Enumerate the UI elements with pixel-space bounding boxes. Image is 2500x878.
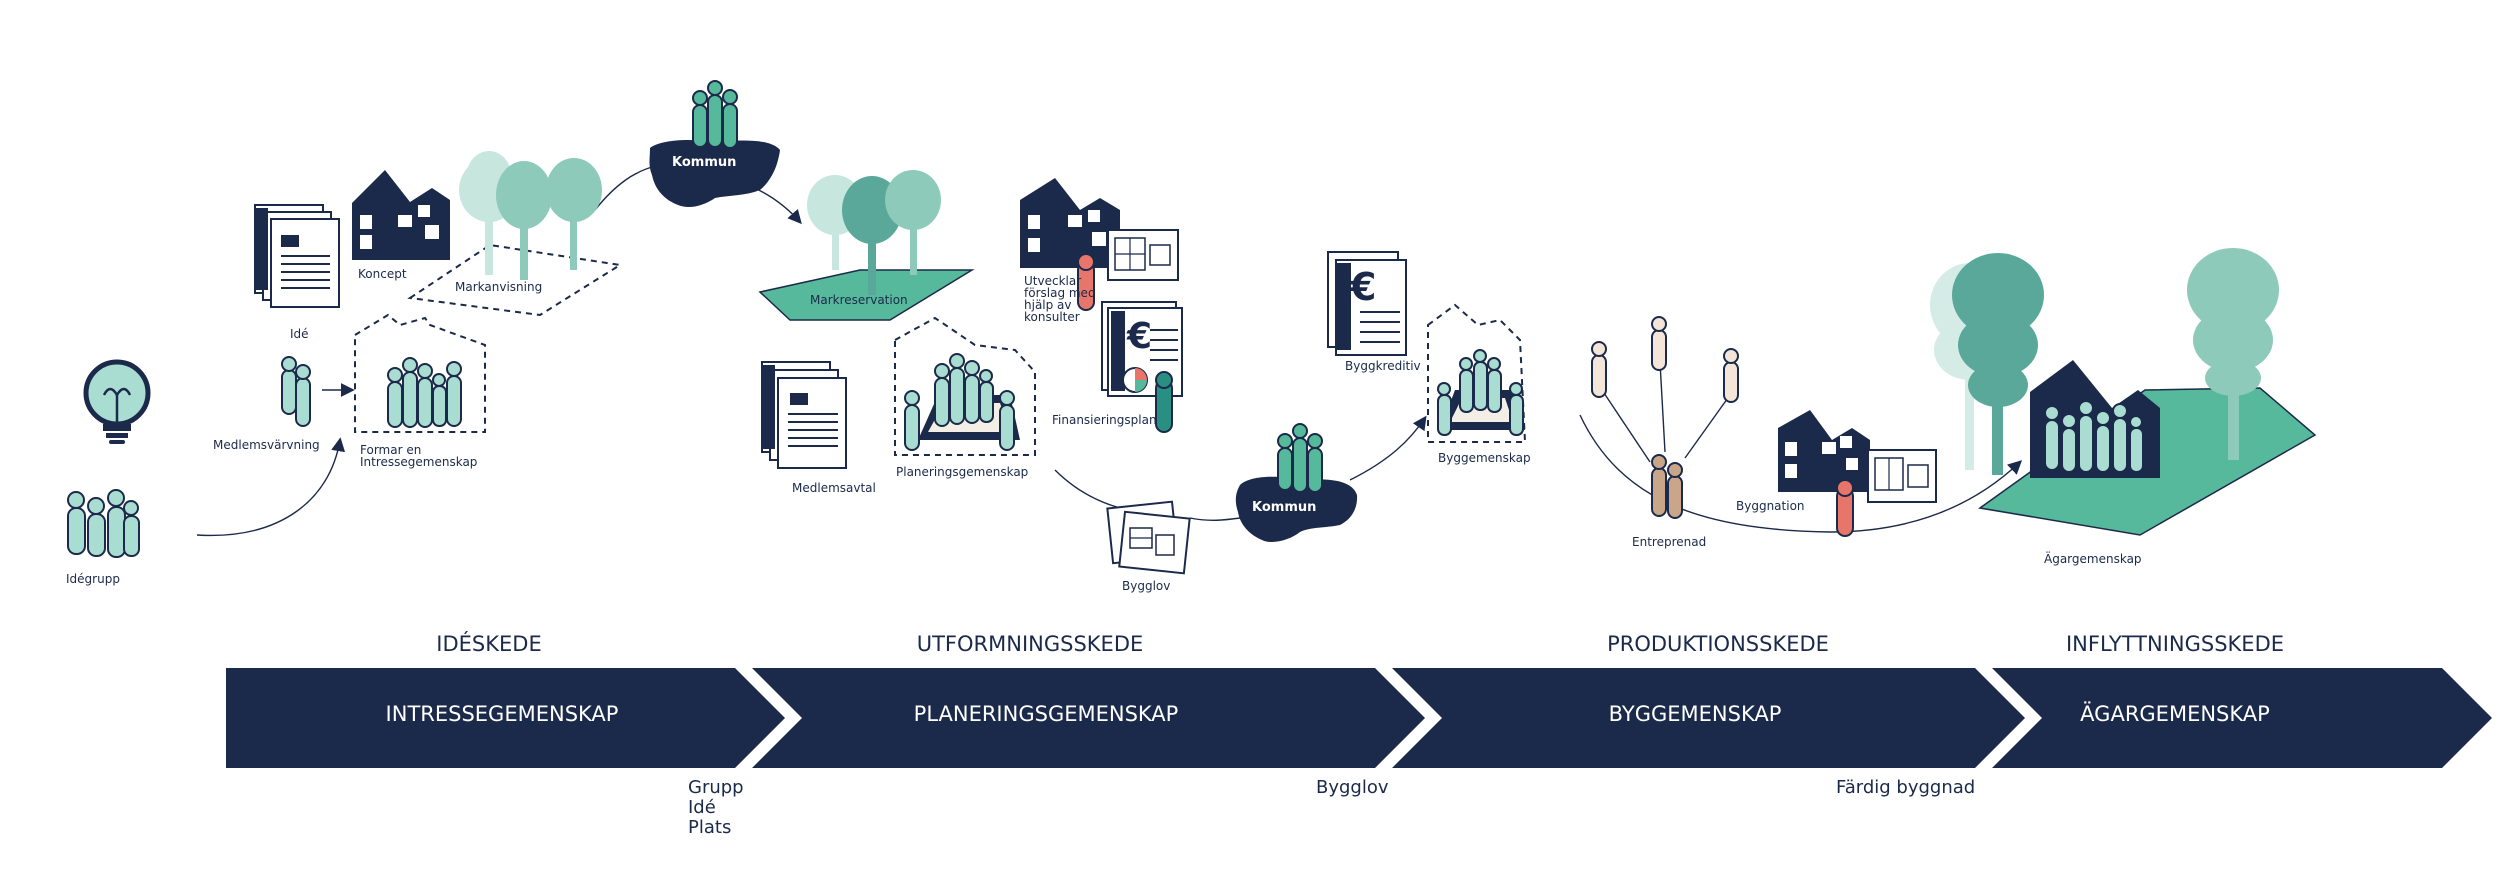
label-utvecklar-4: konsulter xyxy=(1024,310,1080,324)
label-kommun: Kommun xyxy=(672,155,737,170)
band-label-byggemenskap: BYGGEMENSKAP xyxy=(1608,702,1782,726)
label-formar-line1: Formar en xyxy=(360,443,422,457)
label-byggemenskap: Byggemenskap xyxy=(1438,451,1531,465)
phase-inflyttningsskede: INFLYTTNINGSSKEDE xyxy=(2065,632,2285,656)
house-drawing-icon-2 xyxy=(1778,410,1937,537)
milestone-fardig-byggnad: Färdig byggnad xyxy=(1836,777,1976,798)
flow-curve-1 xyxy=(196,437,346,537)
label-medlemsvarvning: Medlemsvärvning xyxy=(213,438,320,452)
label-byggkreditiv: Byggkreditiv xyxy=(1345,359,1421,373)
phase-produktionsskede: PRODUKTIONSSKEDE xyxy=(1607,632,1829,656)
document-stack-icon xyxy=(254,204,340,308)
house-icon xyxy=(352,170,450,260)
milestone-grupp: Grupp xyxy=(688,777,744,798)
label-utvecklar-1: Utvecklar xyxy=(1024,274,1082,288)
phase-ideskede: IDÉSKEDE xyxy=(436,632,542,656)
milestone-plats: Plats xyxy=(688,817,732,838)
people-pair-icon xyxy=(281,356,311,427)
band-agargemenskap xyxy=(1992,668,2492,768)
label-medlemsavtal: Medlemsavtal xyxy=(792,481,876,495)
label-kommun-2: Kommun xyxy=(1252,500,1317,515)
blueprint-icon xyxy=(1106,500,1191,575)
dashed-house-plan-icon-2 xyxy=(1427,303,1527,443)
svg-text:€: € xyxy=(1126,316,1152,357)
svg-text:€: € xyxy=(1349,265,1376,309)
label-utvecklar-3: hjälp av xyxy=(1024,298,1072,312)
markanvisning-plot xyxy=(407,151,623,317)
flow-curve-7 xyxy=(1579,414,2023,533)
euro-document-icon-2: € xyxy=(1327,251,1407,356)
people-group-icon xyxy=(67,489,140,558)
label-formar-line2: Intressegemenskap xyxy=(360,455,478,469)
flow-curve-2 xyxy=(594,164,661,211)
label-utvecklar-2: förslag med xyxy=(1024,286,1096,300)
milestone-ide: Idé xyxy=(688,797,716,818)
lightbulb-icon xyxy=(83,359,151,444)
band-planeringsgemenskap xyxy=(752,668,1425,768)
label-planeringsgemenskap: Planeringsgemenskap xyxy=(896,465,1029,479)
label-ide: Idé xyxy=(290,327,309,341)
markreservation-plot xyxy=(758,170,975,321)
dashed-house-plan-icon xyxy=(894,316,1036,456)
band-intressegemenskap xyxy=(226,668,785,768)
phase-utformningsskede: UTFORMNINGSSKEDE xyxy=(916,632,1144,656)
kommun-map-icon xyxy=(649,80,780,208)
connector-entreprenad-3 xyxy=(1684,394,1731,459)
agargemenskap-scene xyxy=(1930,248,2317,536)
label-finansieringsplan: Finansieringsplan xyxy=(1052,413,1157,427)
connector-entreprenad-1 xyxy=(1601,389,1651,463)
label-markreservation: Markreservation xyxy=(810,293,908,307)
label-entreprenad: Entreprenad xyxy=(1632,535,1707,549)
flow-curve-5 xyxy=(1189,517,1241,521)
entreprenad-people-icon xyxy=(1591,316,1739,519)
band-byggemenskap xyxy=(1392,668,2025,768)
milestone-bygglov: Bygglov xyxy=(1316,777,1389,798)
connector-entreprenad-2 xyxy=(1659,361,1666,453)
label-agargemenskap: Ägargemenskap xyxy=(2044,552,2142,566)
band-label-agargemenskap: ÄGARGEMENSKAP xyxy=(2080,702,2270,726)
phase-band xyxy=(226,668,2492,768)
label-koncept: Koncept xyxy=(358,267,407,281)
kommun-map-icon-2 xyxy=(1235,423,1358,543)
euro-document-icon: € xyxy=(1101,301,1183,433)
label-markanvisning: Markanvisning xyxy=(455,280,543,294)
flow-curve-6 xyxy=(1349,415,1427,481)
label-byggnation: Byggnation xyxy=(1736,499,1805,513)
dashed-house-icon xyxy=(354,313,486,433)
band-label-planeringsgemenskap: PLANERINGSGEMENSKAP xyxy=(913,702,1179,726)
label-idegrupp: Idégrupp xyxy=(66,572,120,586)
label-bygglov-icon: Bygglov xyxy=(1122,579,1171,593)
band-label-intressegemenskap: INTRESSEGEMENSKAP xyxy=(385,702,619,726)
document-stack-icon-2 xyxy=(761,361,847,469)
house-drawing-icon xyxy=(1020,178,1179,311)
